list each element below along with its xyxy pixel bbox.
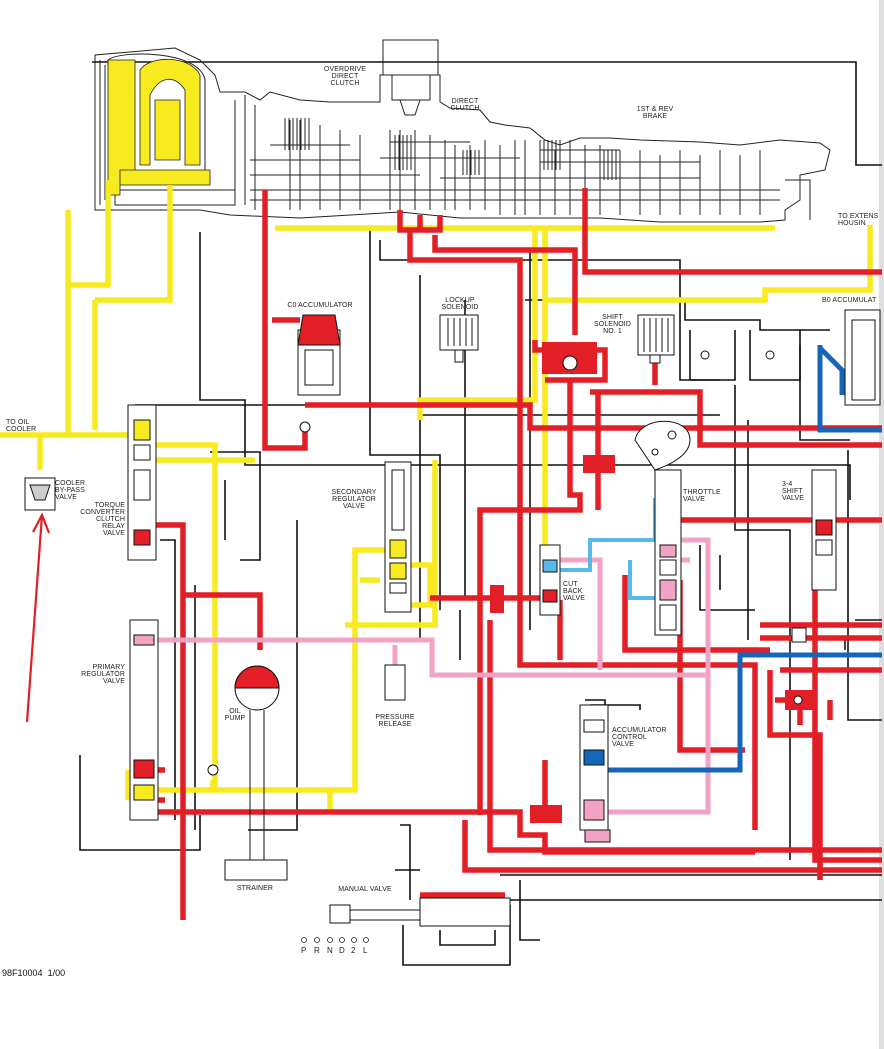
label-throttle-valve: THROTTLE VALVE	[683, 489, 721, 503]
gear-position-p: P	[301, 946, 307, 955]
primary-regulator-valve	[129, 619, 159, 821]
label-lockup-solenoid: LOCKUP SOLENOID	[441, 297, 479, 311]
cut-back-valve	[539, 544, 561, 616]
gear-position-l: L	[363, 946, 368, 955]
gear-position-r: R	[314, 946, 320, 955]
shift-valve-34	[811, 469, 837, 591]
blue-passages	[593, 345, 882, 773]
gear-position-2: 2	[351, 946, 356, 955]
tcc-relay-valve	[127, 404, 157, 561]
label-to-oil-cooler: TO OIL COOLER	[6, 419, 37, 433]
gear-position-d: D	[339, 946, 345, 955]
manual-valve	[329, 897, 511, 927]
transmission-cross-section	[94, 39, 831, 223]
figure-code-number: 98F10004	[2, 968, 43, 978]
b0-accumulator	[844, 309, 881, 406]
oil-pump	[234, 665, 280, 860]
yellow-passages	[0, 180, 873, 810]
label-3-4-shift-valve: 3-4 SHIFT VALVE	[782, 481, 805, 502]
label-cooler-bypass-valve: COOLER BY-PASS VALVE	[55, 480, 86, 501]
page-edge	[879, 0, 884, 1049]
label-tcc-relay-valve: TORQUE CONVERTER CLUTCH RELAY VALVE	[80, 502, 125, 537]
label-cut-back-valve: CUT BACK VALVE	[563, 581, 586, 602]
shift-solenoid-no1	[637, 314, 675, 364]
red-annotation-arrow	[25, 512, 51, 723]
gear-position-n: N	[327, 946, 333, 955]
throttle-valve	[634, 420, 691, 636]
gear-position-markers	[301, 937, 369, 943]
label-shift-solenoid: SHIFT SOLENOID NO. 1	[594, 314, 631, 335]
pressure-release-valve	[384, 664, 406, 701]
label-manual-valve: MANUAL VALVE	[338, 886, 392, 893]
figure-code-date: 1/00	[47, 968, 66, 978]
accumulator-control-valve	[579, 704, 611, 843]
torque-converter-yellow	[107, 58, 211, 196]
label-direct-clutch: DIRECT CLUTCH	[450, 98, 480, 112]
label-secondary-regulator-valve: SECONDARY REGULATOR VALVE	[331, 489, 377, 510]
label-oil-pump: OIL PUMP	[224, 708, 246, 722]
label-c0-accumulator: C0 ACCUMULATOR	[287, 302, 353, 309]
secondary-regulator-valve	[384, 461, 412, 613]
components	[24, 309, 881, 927]
figure-code: 98F10004 1/00	[2, 968, 65, 978]
label-pressure-release: PRESSURE RELEASE	[375, 714, 415, 728]
label-accumulator-control-valve: ACCUMULATOR CONTROL VALVE	[612, 727, 667, 748]
cooler-bypass-valve	[24, 477, 56, 511]
label-primary-regulator-valve: PRIMARY REGULATOR VALVE	[81, 664, 125, 685]
label-b0-accumulator: B0 ACCUMULAT	[822, 297, 877, 304]
label-to-extension-housing: TO EXTENS HOUSIN	[838, 213, 879, 227]
strainer-box	[224, 859, 288, 881]
lockup-solenoid	[439, 314, 479, 363]
label-overdrive-direct-clutch: OVERDRIVE DIRECT CLUTCH	[323, 66, 367, 87]
label-strainer: STRAINER	[236, 885, 274, 892]
label-first-rev-brake: 1ST & REV BRAKE	[636, 106, 674, 120]
red-passages	[135, 188, 882, 920]
